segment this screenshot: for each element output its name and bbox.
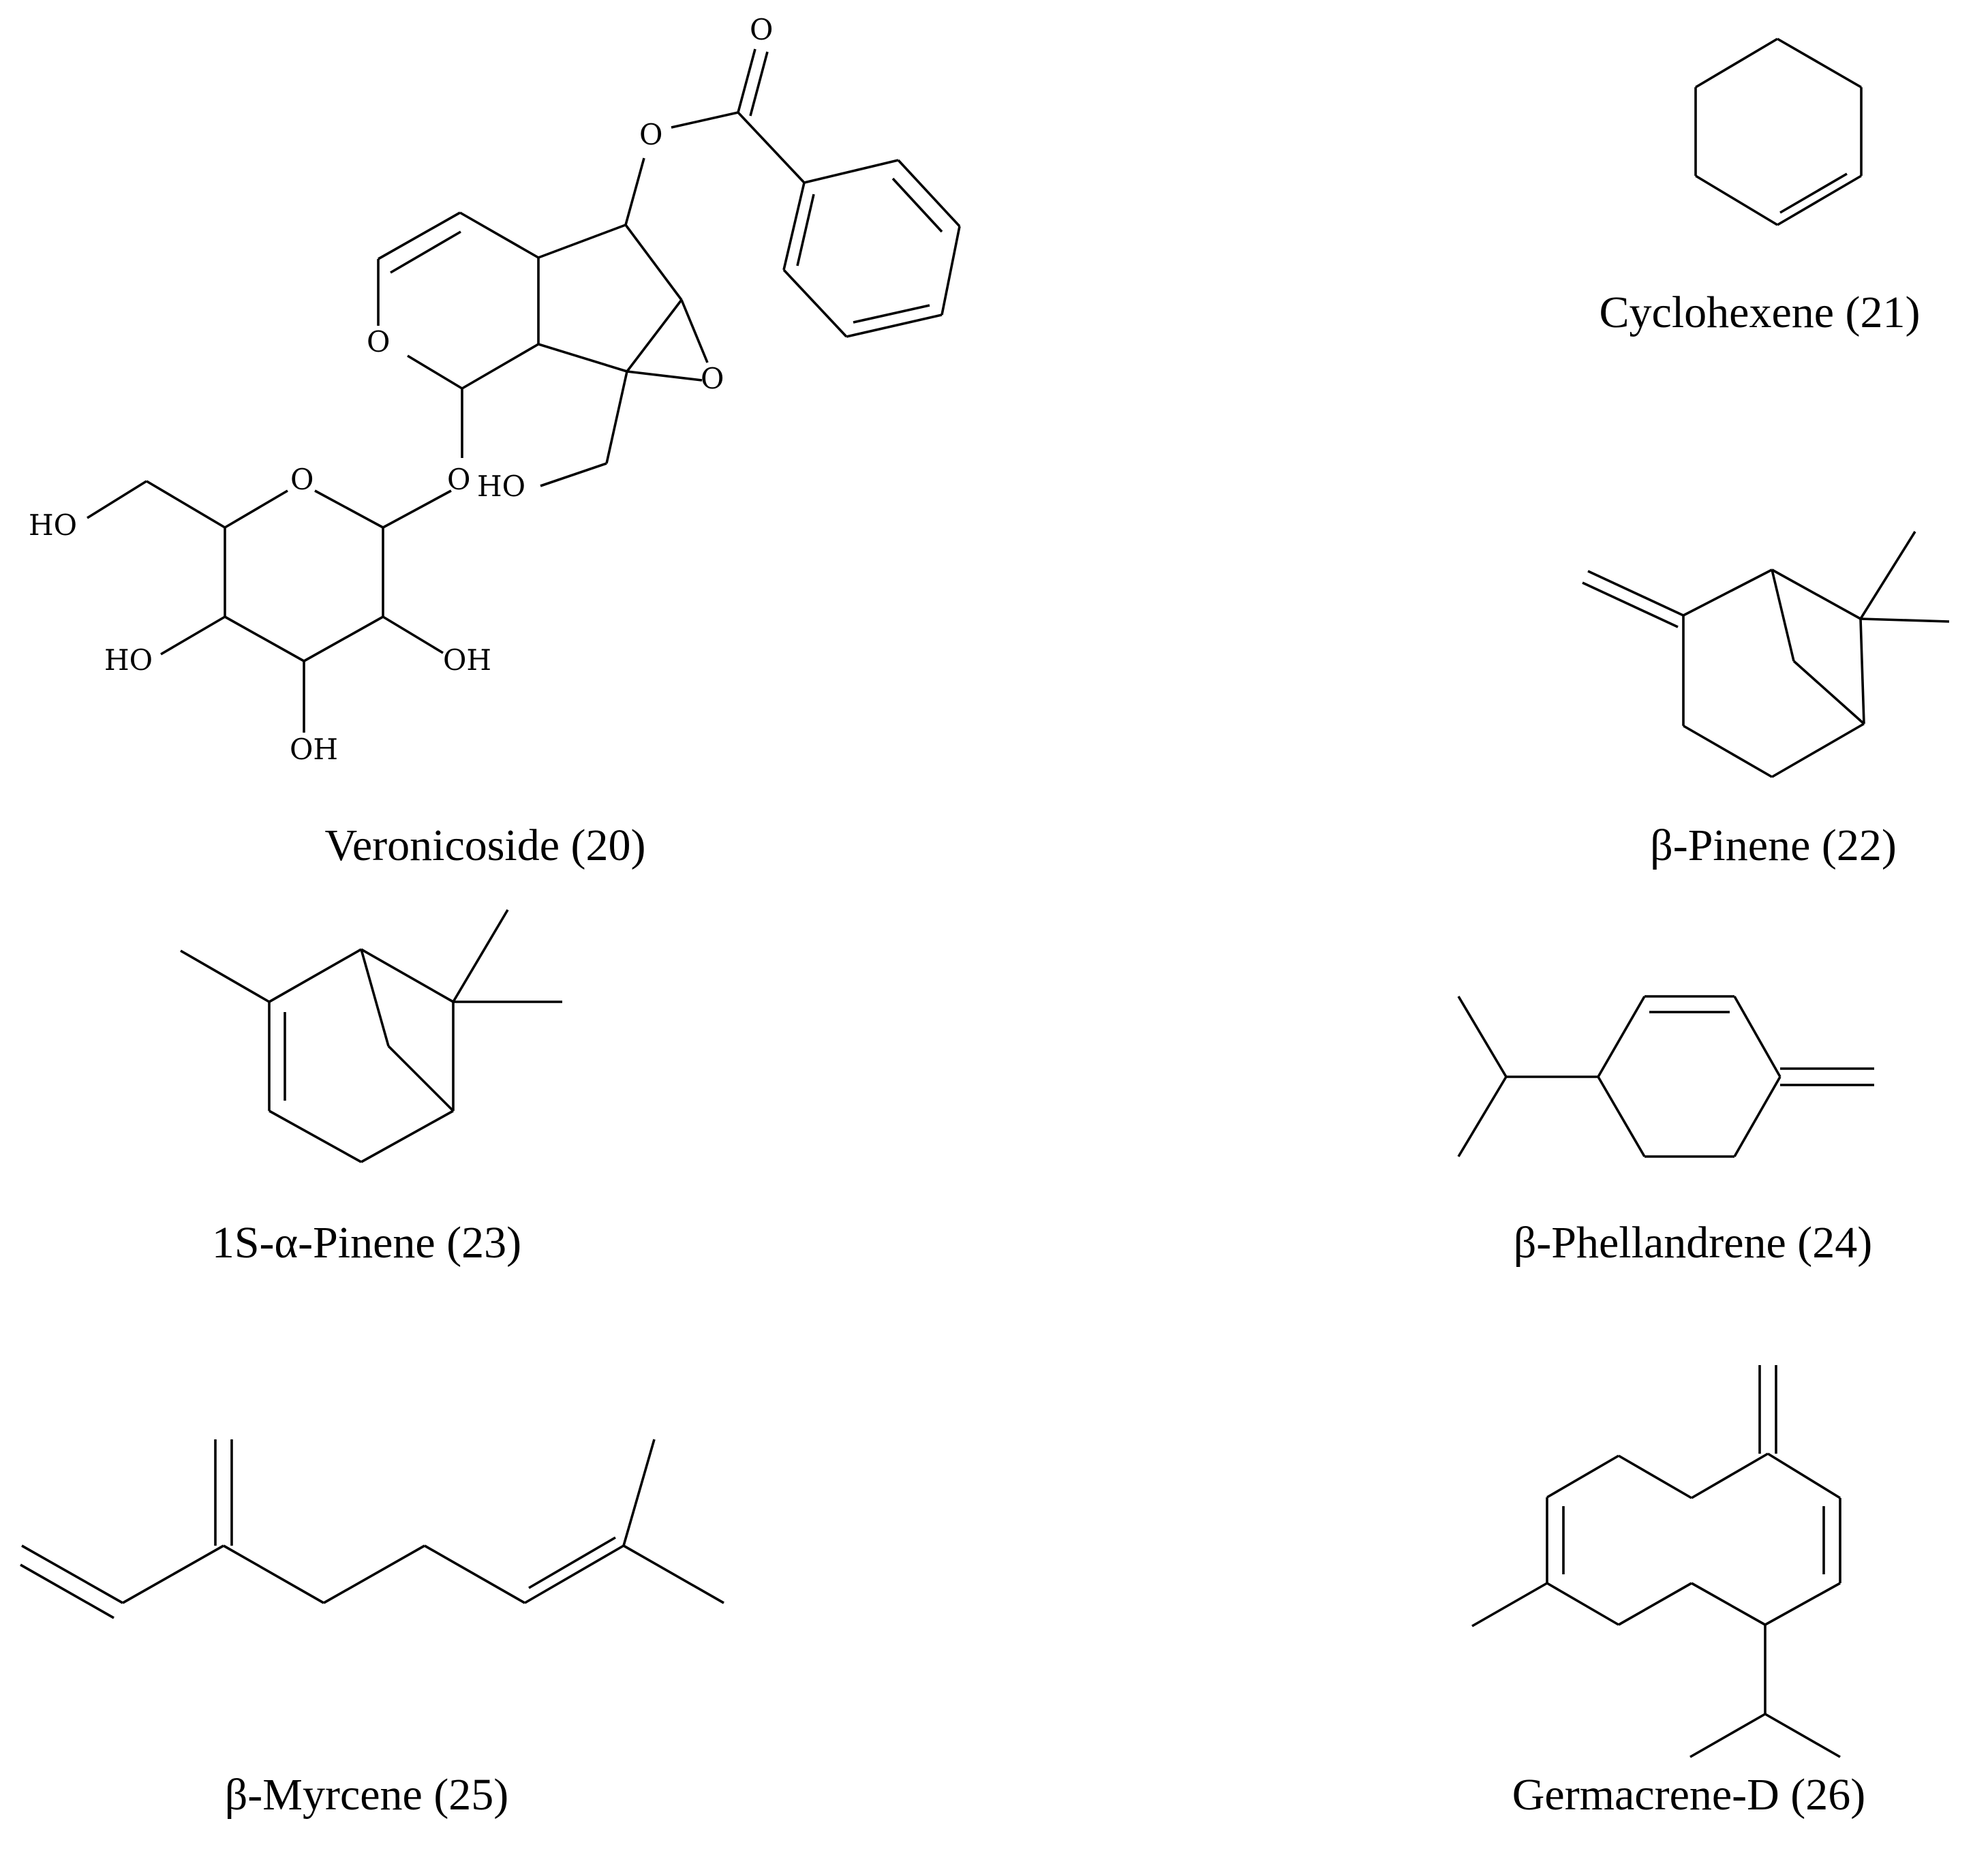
beta-myrcene-name: β-Myrcene (25) (225, 1770, 509, 1820)
carbonyl-oxygen-label: O (750, 13, 773, 46)
cyclohexene-name: Cyclohexene (21) (1600, 288, 1921, 337)
sugar-ring-oxygen-label: O (290, 463, 314, 496)
beta-myrcene-structure: β-Myrcene (25) (20, 1439, 724, 1820)
beta-phellandrene-structure: β-Phellandrene (24) (1457, 995, 1874, 1268)
veronicoside-name: Veronicoside (20) (324, 821, 645, 870)
beta-pinene-structure: β-Pinene (22) (1582, 531, 1950, 870)
ring-oxygen-label: O (367, 325, 390, 358)
alpha-pinene-structure: 1S-α-Pinene (23) (180, 909, 562, 1268)
germacrene-d-structure: Germacrene-D (26) (1471, 1365, 1866, 1820)
ester-oxygen-label: O (639, 118, 662, 151)
sugar-oh-left-label: HO (104, 643, 153, 677)
beta-pinene-name: β-Pinene (22) (1650, 821, 1897, 870)
glycosidic-oxygen-label: O (447, 463, 470, 496)
veronicoside-atom-labels: O O O O O O HO HO HO OH OH (29, 13, 773, 766)
sugar-oh-bottom-label: OH (290, 733, 338, 766)
veronicoside-structure: O O O O O O HO HO HO OH OH Veronicoside … (29, 13, 961, 870)
epoxide-oxygen-label: O (701, 362, 724, 395)
cyclohexene-structure: Cyclohexene (21) (1600, 37, 1921, 337)
germacrene-d-name: Germacrene-D (26) (1512, 1770, 1866, 1820)
hydroxymethyl-label: HO (477, 470, 525, 503)
sugar-oh-right-label: OH (443, 643, 491, 677)
alpha-pinene-name: 1S-α-Pinene (23) (212, 1218, 521, 1268)
veronicoside-bonds (87, 48, 961, 733)
sugar-ch2oh-label: HO (29, 508, 77, 542)
beta-phellandrene-name: β-Phellandrene (24) (1514, 1218, 1873, 1268)
